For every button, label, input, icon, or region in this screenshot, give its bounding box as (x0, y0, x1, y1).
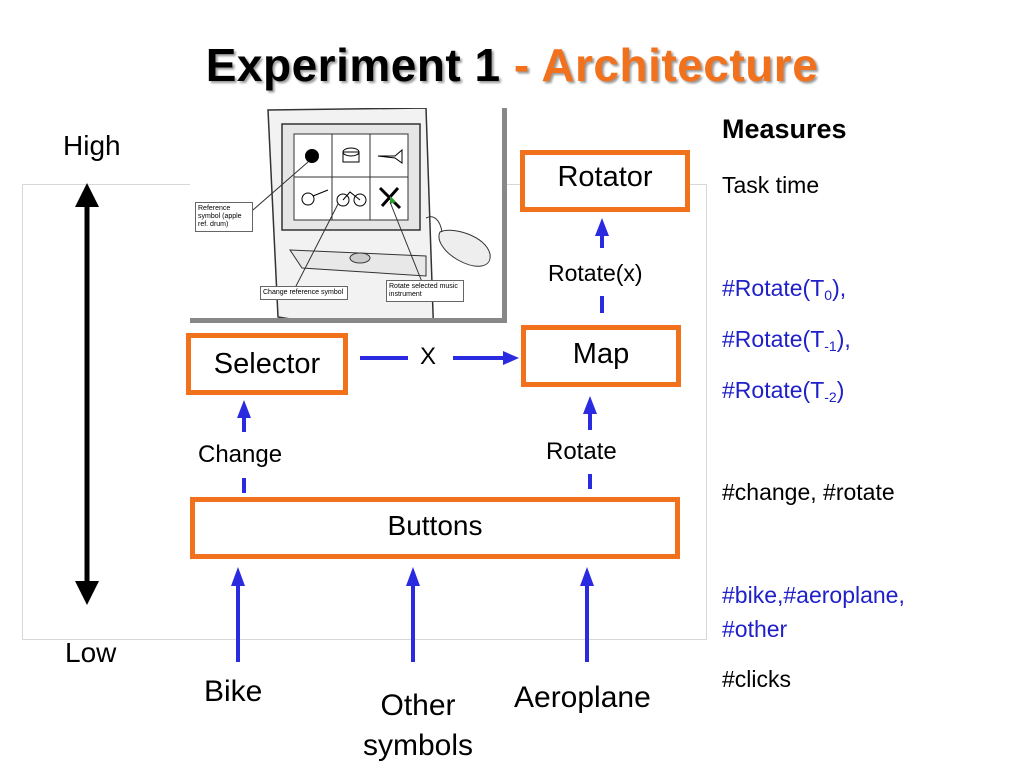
axis-high-label: High (63, 130, 121, 161)
trumpet-icon (377, 148, 403, 164)
rotator-label: Rotator (557, 160, 653, 193)
map-label: Map (572, 337, 630, 370)
title-main: Experiment 1 (205, 39, 501, 91)
buttons-label: Buttons (387, 510, 483, 541)
other-to-buttons-arrow (406, 567, 420, 662)
selector-to-map-arrow (360, 351, 519, 365)
apple-icon (305, 149, 319, 163)
aeroplane-label: Aeroplane (514, 681, 651, 714)
measure-rotate-t-2: #Rotate(T-2) (722, 377, 845, 405)
bike-label: Bike (204, 675, 263, 708)
selector-box: Selector (186, 333, 348, 395)
map-to-rotator-arrow (595, 218, 609, 313)
x-label: X (420, 343, 437, 370)
title-accent: Architecture (541, 39, 819, 91)
axis-low-label: Low (65, 637, 117, 668)
rotate-x-label: Rotate(x) (548, 260, 643, 286)
reference-symbol-caption: Reference symbol (apple ref. drum) (195, 202, 253, 232)
title-dash: - (513, 39, 530, 91)
slide-title: Experiment 1 - Architecture (0, 38, 1024, 92)
measure-rotate-t-1: #Rotate(T-1), (722, 326, 851, 354)
rotate-selected-caption: Rotate selected music instrument (386, 280, 464, 302)
other-symbols-label: Other symbols (355, 686, 481, 766)
high-low-double-arrow (75, 183, 99, 605)
bike-icon (336, 193, 350, 207)
aeroplane-to-buttons-arrow (580, 567, 594, 662)
measure-other: #other (722, 616, 788, 642)
measure-task-time: Task time (722, 172, 820, 198)
change-label: Change (198, 441, 283, 468)
guitar-icon (301, 192, 315, 206)
rotator-box: Rotator (520, 150, 690, 212)
rotate-label: Rotate (546, 438, 617, 465)
map-box: Map (521, 325, 681, 387)
measure-change-rotate: #change, #rotate (722, 479, 895, 505)
measure-rotate-t0: #Rotate(T0), (722, 275, 847, 303)
measure-bike-aeroplane: #bike,#aeroplane, (722, 582, 905, 608)
change-reference-caption: Change reference symbol (260, 286, 348, 300)
measures-heading: Measures (722, 114, 847, 144)
other-line1: Other (380, 689, 456, 722)
other-line2: symbols (362, 729, 474, 762)
measure-clicks: #clicks (722, 666, 792, 692)
buttons-to-map-arrow (583, 396, 597, 489)
selector-label: Selector (213, 347, 321, 380)
computer-illustration: Reference symbol (apple ref. drum) Chang… (190, 107, 507, 343)
bike-to-buttons-arrow (231, 567, 245, 662)
buttons-to-selector-arrow (237, 400, 251, 493)
buttons-box: Buttons (190, 497, 680, 559)
